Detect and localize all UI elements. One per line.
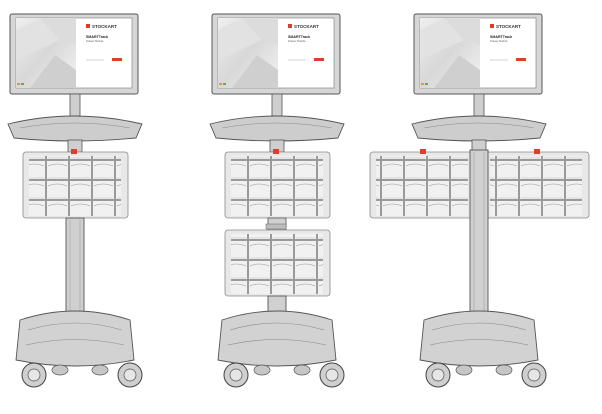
brand-suffix: ART bbox=[310, 24, 319, 29]
logo-mark bbox=[86, 24, 90, 28]
lock-indicator bbox=[534, 149, 540, 154]
bin-module-right bbox=[483, 149, 590, 219]
bin-module bbox=[22, 149, 129, 219]
lock-indicator bbox=[273, 149, 279, 154]
monitor: STOCKART SMARTTrack Drawer Module bbox=[211, 13, 341, 95]
keyboard-tray bbox=[209, 115, 345, 142]
product-subtitle: Drawer Module bbox=[86, 39, 104, 43]
keyboard-tray bbox=[411, 115, 547, 142]
product-subtitle: Drawer Module bbox=[490, 39, 508, 43]
cart-base bbox=[419, 310, 547, 388]
monitor: STOCKART SMARTTrack Drawer Module bbox=[9, 13, 139, 95]
bin-module-lower bbox=[224, 223, 331, 297]
product-title: SMARTTrack bbox=[490, 35, 512, 39]
brand-prefix: STOCK bbox=[496, 24, 512, 29]
cart-stacked-modules: STOCKART SMARTTrack Drawer Module bbox=[209, 13, 345, 388]
brand-prefix: STOCK bbox=[92, 24, 108, 29]
cart-side-by-side-modules: STOCKART SMARTTrack Drawer Module bbox=[369, 13, 590, 388]
product-subtitle: Drawer Module bbox=[288, 39, 306, 43]
brand-suffix: ART bbox=[108, 24, 117, 29]
logo-mark bbox=[490, 24, 494, 28]
brand-suffix: ART bbox=[512, 24, 521, 29]
svg-text:STOCKART: STOCKART bbox=[92, 24, 117, 29]
brand-prefix: STOCK bbox=[294, 24, 310, 29]
product-title: SMARTTrack bbox=[86, 35, 108, 39]
cart-single-module: STOCKART SMARTTrack Drawer Module bbox=[7, 13, 143, 388]
cart-base bbox=[217, 310, 345, 388]
product-title: SMARTTrack bbox=[288, 35, 310, 39]
bin-module-upper bbox=[224, 149, 331, 219]
logo-mark bbox=[288, 24, 292, 28]
cart-base bbox=[15, 310, 143, 388]
keyboard-tray bbox=[7, 115, 143, 142]
bin-module-left bbox=[369, 149, 476, 219]
svg-text:STOCKART: STOCKART bbox=[496, 24, 521, 29]
svg-text:STOCKART: STOCKART bbox=[294, 24, 319, 29]
lock-indicator bbox=[420, 149, 426, 154]
lock-indicator bbox=[71, 149, 77, 154]
monitor: STOCKART SMARTTrack Drawer Module bbox=[413, 13, 543, 95]
